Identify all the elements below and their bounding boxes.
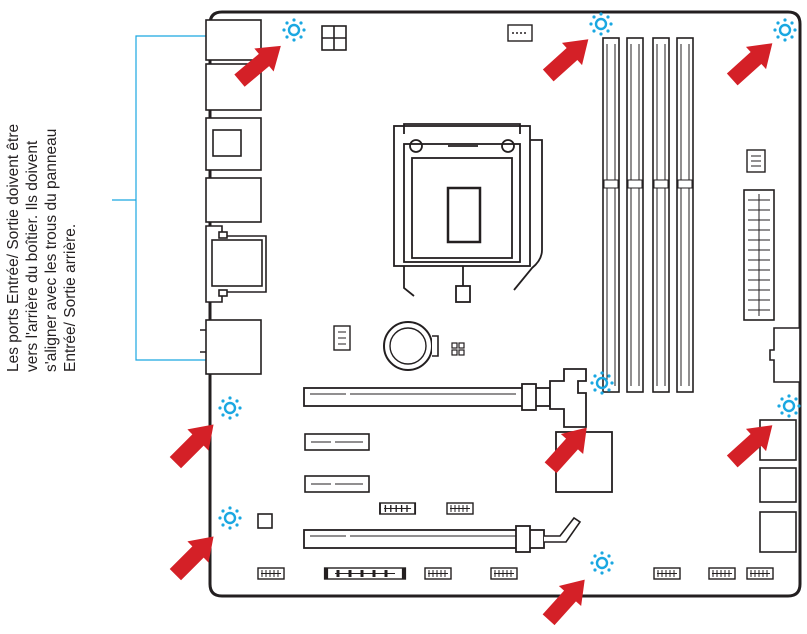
dimm-slot-4: [676, 37, 694, 393]
pcie-x1-slots: [304, 433, 370, 493]
sys-fan-header: [746, 149, 766, 173]
hdmi-port: [205, 177, 262, 223]
pcie-x16-slot-1: [303, 368, 587, 428]
cmos-battery: [383, 321, 439, 371]
io-bracket: [112, 35, 212, 361]
ps2-port: [205, 19, 262, 61]
atx-power-connector: [743, 189, 775, 321]
pcie-x16-slot-2: [303, 516, 582, 553]
board-outline: [208, 10, 802, 598]
led-component: [257, 513, 273, 529]
rear-io-ports: [200, 19, 267, 375]
cpu-socket: [393, 123, 543, 303]
sys-fan-header-2: [333, 325, 351, 351]
dimm-slot-2: [626, 37, 644, 393]
memory-slots: [602, 37, 694, 393]
dimm-slot-3: [652, 37, 670, 393]
cpu-power-connector: [321, 25, 347, 51]
dimm-slot-1: [602, 37, 620, 393]
audio-jacks: [205, 319, 262, 375]
cpu-fan-header: [507, 24, 533, 42]
clear-cmos-jumper: [451, 342, 465, 356]
